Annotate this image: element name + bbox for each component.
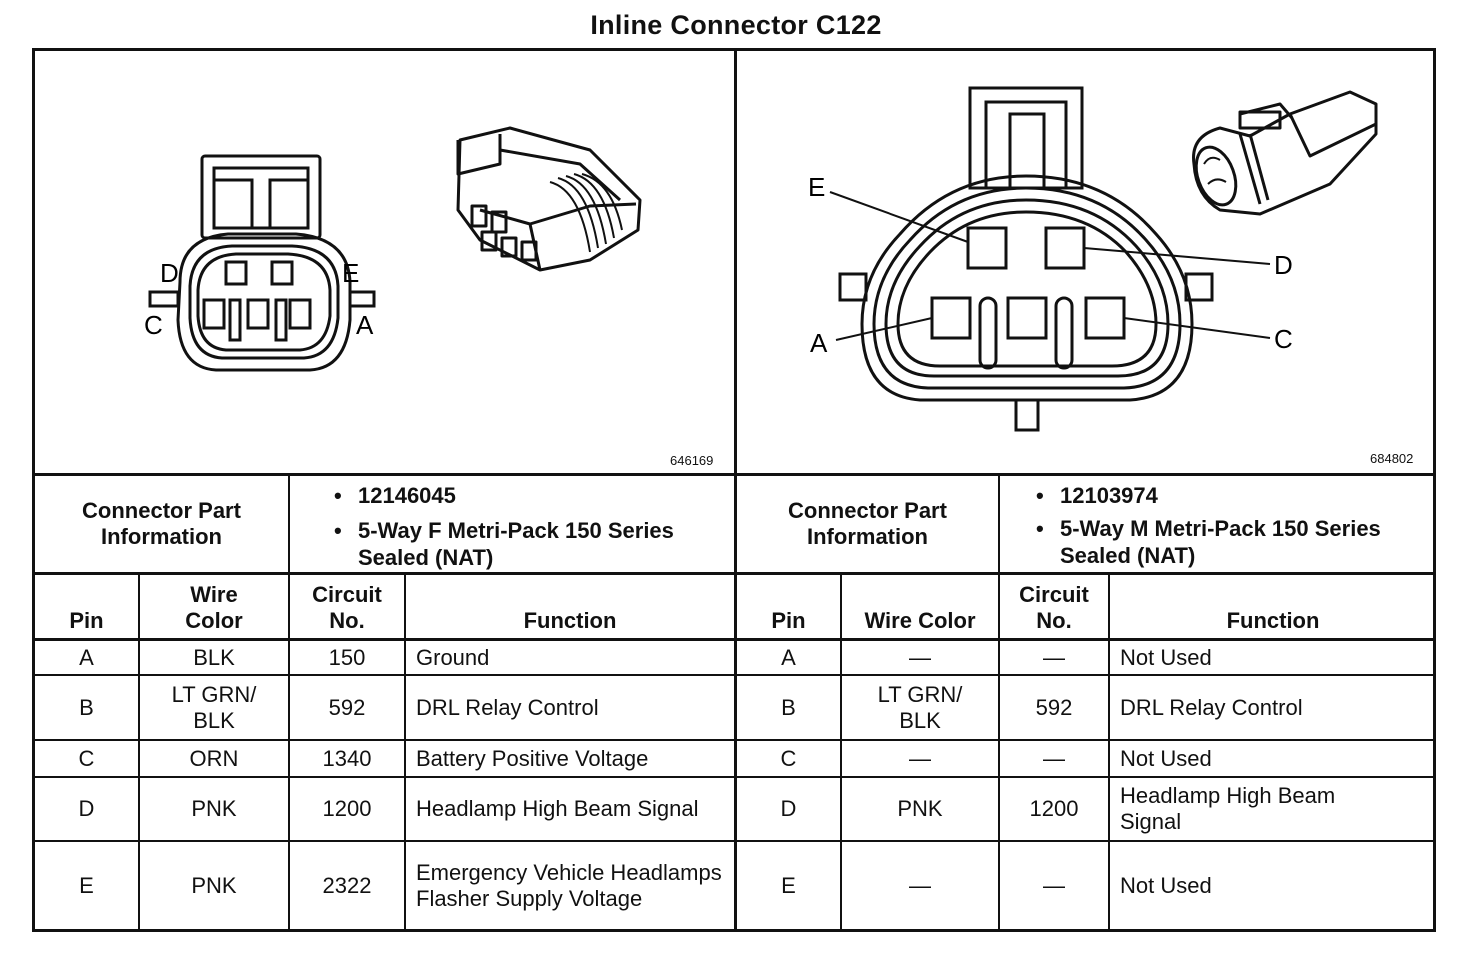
- right-row-d-circuit: 1200: [1029, 796, 1079, 821]
- left-row-b-circuit: 592: [328, 694, 366, 720]
- right-row-c-function: Not Used: [1120, 745, 1212, 771]
- left-part-description: 5-Way F Metri-Pack 150 Series Sealed (NA…: [358, 518, 674, 570]
- right-row-b-pin: B: [781, 694, 796, 720]
- left-part-numbers: •12146045 •5-Way F Metri-Pack 150 Series…: [334, 482, 730, 571]
- row-separator: [32, 674, 1436, 676]
- left-row-b-function: DRL Relay Control: [416, 694, 599, 720]
- row-separator: [32, 739, 1436, 741]
- left-row-a-wire: BLK: [193, 644, 235, 670]
- left-header-pin: Pin: [69, 608, 104, 633]
- right-connector-iso-drawing: [1192, 90, 1378, 216]
- right-row-b-wire: LT GRN/ BLK: [877, 681, 963, 733]
- right-part-numbers: •12103974 •5-Way M Metri-Pack 150 Series…: [1036, 482, 1432, 569]
- right-pin-letter-e: E: [808, 172, 825, 202]
- right-connector-face-drawing: E D A C: [808, 86, 1293, 432]
- left-connector-face-drawing: D E C A: [144, 154, 376, 372]
- right-row-d-pin: D: [780, 796, 797, 821]
- right-part-info-label: Connector Part Information: [788, 498, 947, 549]
- left-part-info-label: Connector Part Information: [82, 498, 241, 549]
- right-row-c-wire: —: [909, 745, 931, 771]
- column-divider: [138, 574, 140, 932]
- header-separator: [32, 638, 1436, 641]
- left-pin-letter-e: E: [342, 258, 359, 288]
- right-pin-letter-d: D: [1274, 250, 1293, 280]
- column-divider: [404, 574, 406, 932]
- left-connector-iso-drawing: [456, 126, 642, 272]
- right-row-a-wire: —: [909, 644, 931, 670]
- right-pin-letter-a: A: [810, 328, 828, 358]
- right-pin-letter-c: C: [1274, 324, 1293, 354]
- left-row-e-circuit: 2322: [322, 873, 372, 898]
- right-row-a-circuit: —: [1043, 644, 1065, 670]
- right-row-c-circuit: —: [1043, 745, 1065, 771]
- right-row-a-function: Not Used: [1120, 644, 1212, 670]
- right-row-e-function: Not Used: [1120, 873, 1212, 898]
- right-part-description: 5-Way M Metri-Pack 150 Series Sealed (NA…: [1060, 516, 1381, 568]
- left-row-b-wire: LT GRN/ BLK: [171, 681, 257, 733]
- left-header-circuit-no: Circuit No.: [312, 582, 382, 633]
- left-row-d-function: Headlamp High Beam Signal: [416, 796, 699, 821]
- center-divider: [734, 48, 737, 932]
- right-row-e-wire: —: [909, 873, 931, 898]
- column-divider: [998, 475, 1000, 573]
- right-row-d-function: Headlamp High Beam Signal: [1120, 783, 1336, 834]
- right-figure-id: 684802: [1370, 451, 1414, 466]
- row-separator: [32, 840, 1436, 842]
- left-pin-letter-c: C: [144, 310, 163, 340]
- left-row-c-circuit: 1340: [322, 745, 372, 771]
- left-row-c-wire: ORN: [189, 745, 239, 771]
- column-divider: [288, 475, 290, 573]
- left-pin-letter-d: D: [160, 258, 179, 288]
- left-row-e-wire: PNK: [191, 873, 237, 898]
- left-header-function: Function: [523, 608, 617, 633]
- right-part-number: 12103974: [1060, 483, 1158, 508]
- left-row-a-function: Ground: [416, 644, 490, 670]
- column-divider: [1108, 574, 1110, 932]
- right-row-a-pin: A: [781, 644, 796, 670]
- right-row-c-pin: C: [780, 745, 797, 771]
- figure-table-separator: [32, 473, 1436, 476]
- left-row-a-pin: A: [79, 644, 94, 670]
- left-row-b-pin: B: [79, 694, 94, 720]
- right-header-wire-color: Wire Color: [864, 608, 976, 633]
- left-row-d-pin: D: [78, 796, 95, 821]
- right-row-b-circuit: 592: [1035, 694, 1073, 720]
- right-header-circuit-no: Circuit No.: [1019, 582, 1089, 633]
- right-header-function: Function: [1226, 608, 1320, 633]
- column-divider: [840, 574, 842, 932]
- part-info-separator: [32, 572, 1436, 575]
- column-divider: [288, 574, 290, 932]
- left-row-d-wire: PNK: [191, 796, 237, 821]
- right-row-e-pin: E: [781, 873, 796, 898]
- column-divider: [998, 574, 1000, 932]
- left-figure-id: 646169: [670, 453, 714, 468]
- right-row-d-wire: PNK: [897, 796, 943, 821]
- right-row-b-function: DRL Relay Control: [1120, 694, 1303, 720]
- left-row-a-circuit: 150: [328, 644, 366, 670]
- right-header-pin: Pin: [771, 608, 806, 633]
- right-row-e-circuit: —: [1043, 873, 1065, 898]
- left-row-d-circuit: 1200: [322, 796, 372, 821]
- left-row-c-function: Battery Positive Voltage: [416, 745, 649, 771]
- left-part-number: 12146045: [358, 483, 456, 508]
- left-header-wire-color: Wire Color: [185, 582, 243, 633]
- left-row-c-pin: C: [78, 745, 95, 771]
- left-row-e-function: Emergency Vehicle Headlamps Flasher Supp…: [416, 860, 722, 911]
- left-pin-letter-a: A: [356, 310, 374, 340]
- page-title: Inline Connector C122: [590, 10, 882, 40]
- left-row-e-pin: E: [79, 873, 94, 898]
- row-separator: [32, 776, 1436, 778]
